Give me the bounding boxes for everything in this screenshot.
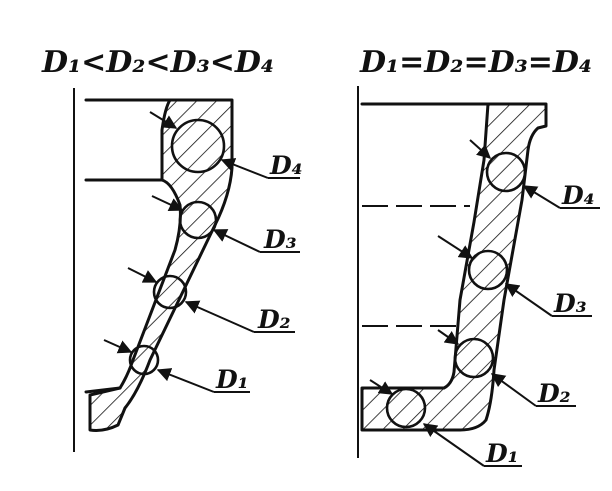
right-label-d3: D₃ xyxy=(553,289,587,318)
left-arrow-d4-in xyxy=(149,111,178,129)
right-label-d2: D₂ xyxy=(537,379,571,408)
right-circle-d3 xyxy=(467,249,509,291)
right-panel: D₁=D₂=D₃=D₄ D₄ D₃ D₂ D₁ xyxy=(357,45,600,468)
left-label-d3: D₃ xyxy=(263,225,297,254)
left-circle-d2 xyxy=(152,274,188,310)
right-arrow-d2-in xyxy=(437,329,460,345)
right-circle-d4 xyxy=(485,151,527,193)
left-label-d2: D₂ xyxy=(257,305,291,334)
right-arrow-d1-out xyxy=(422,423,485,467)
right-arrow-d3-in xyxy=(437,235,474,259)
right-arrow-d3-out xyxy=(504,283,553,317)
left-bottom-edge xyxy=(84,386,122,394)
right-label-d1: D₁ xyxy=(485,439,519,468)
left-label-d4: D₄ xyxy=(269,151,303,180)
right-label-d4: D₄ xyxy=(561,181,595,210)
left-title: D₁<D₂<D₃<D₄ xyxy=(41,45,274,80)
right-circle-d2 xyxy=(453,337,495,379)
left-arrow-d3-in xyxy=(151,195,184,212)
right-arrow-d4-out xyxy=(522,185,561,209)
left-arrow-d4-out xyxy=(220,158,269,179)
left-arrow-d2-out xyxy=(184,300,255,333)
left-arrow-d1-out xyxy=(156,368,215,393)
right-arrow-d4-in xyxy=(469,139,492,159)
left-circle-d3 xyxy=(178,200,218,240)
left-arrow-d3-out xyxy=(212,229,261,253)
left-label-d1: D₁ xyxy=(215,365,249,394)
right-arrow-d2-out xyxy=(490,373,537,407)
right-wall-section xyxy=(360,102,548,432)
left-wall-section xyxy=(88,98,234,432)
left-panel: D₁<D₂<D₃<D₄ D₄ D₃ D₂ D₁ xyxy=(41,45,303,452)
right-arrow-d1-in xyxy=(369,379,394,395)
left-arrow-d1-in xyxy=(103,339,133,354)
left-circle-d4 xyxy=(170,118,226,174)
right-title: D₁=D₂=D₃=D₄ xyxy=(359,45,592,80)
left-arrow-d2-in xyxy=(127,267,158,283)
right-circle-d1 xyxy=(385,387,427,429)
left-circle-d1 xyxy=(128,344,160,376)
